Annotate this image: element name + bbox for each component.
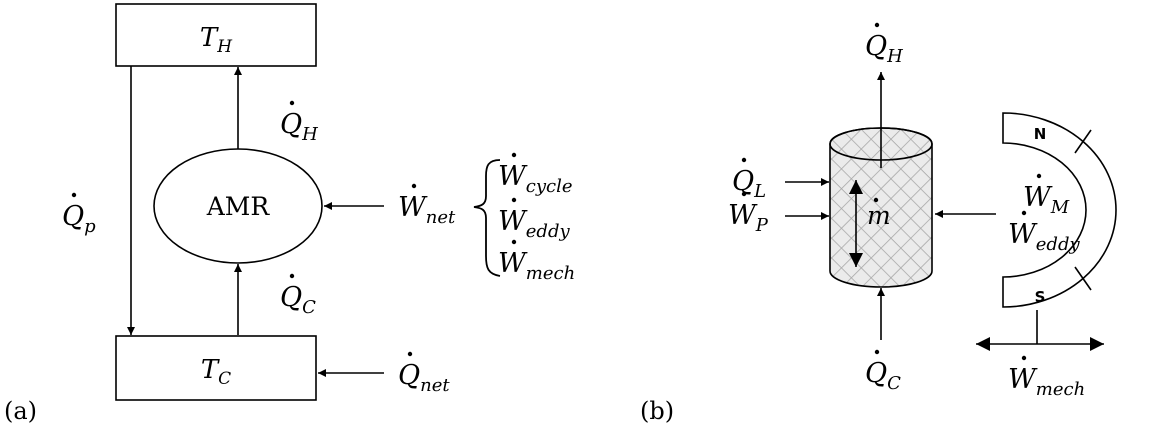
heat-hot-label-b: QH [865, 22, 903, 67]
heat-cold-label-b: QC [865, 349, 901, 394]
svg-text:QH: QH [280, 109, 318, 145]
svg-text:WM: WM [1023, 182, 1070, 218]
panel-b: QH QC QL WP m N S [640, 22, 1117, 425]
work-mech-label: Wmech [498, 239, 575, 284]
magnet-north-divider [1074, 129, 1092, 154]
cold-reservoir-box [115, 335, 317, 401]
svg-text:Wnet: Wnet [398, 192, 456, 228]
work-eddy-label-b: Weddy [1008, 210, 1080, 255]
svg-text:QL: QL [732, 166, 766, 202]
svg-text:Wcycle: Wcycle [498, 161, 573, 197]
hot-reservoir-box [115, 3, 317, 67]
magnet-body [1002, 112, 1117, 308]
heat-hot-label: QH [280, 100, 318, 145]
svg-text:Weddy: Weddy [498, 206, 570, 242]
panel-a-tag: (a) [4, 397, 37, 425]
mass-flow-label: m [867, 197, 891, 230]
cold-reservoir-label: TC [201, 355, 231, 389]
svg-text:m: m [867, 201, 891, 230]
heat-cold-label: QC [280, 273, 316, 318]
svg-text:Wmech: Wmech [498, 248, 575, 284]
panel-a: TH TC AMR QH QC Qp Wnet [4, 3, 575, 425]
heat-loss-label: QL [732, 157, 766, 202]
panel-b-tag: (b) [640, 397, 674, 425]
svg-text:QH: QH [865, 31, 903, 67]
magnet-north-label: N [1034, 125, 1047, 143]
svg-text:QC: QC [280, 282, 316, 318]
heat-net-label: Qnet [398, 351, 450, 396]
svg-text:Weddy: Weddy [1008, 219, 1080, 255]
work-net-label: Wnet [398, 183, 456, 228]
work-eddy-label: Weddy [498, 197, 570, 242]
magnet-south-label: S [1035, 288, 1046, 306]
svg-text:WP: WP [728, 200, 769, 236]
svg-text:Qp: Qp [62, 201, 96, 237]
work-magnetic-label: WM [1023, 173, 1070, 218]
work-components-brace [473, 159, 501, 277]
work-mech-label-b: Wmech [1008, 355, 1085, 400]
svg-text:Qnet: Qnet [398, 360, 450, 396]
hot-reservoir-label: TH [200, 23, 233, 57]
work-cycle-label: Wcycle [498, 152, 573, 197]
svg-text:Wmech: Wmech [1008, 364, 1085, 400]
magnet-south-divider [1074, 266, 1092, 291]
svg-text:QC: QC [865, 358, 901, 394]
amr-label: AMR [206, 192, 271, 221]
work-pump-label: WP [728, 191, 769, 236]
heat-parasitic-label: Qp [62, 192, 96, 237]
